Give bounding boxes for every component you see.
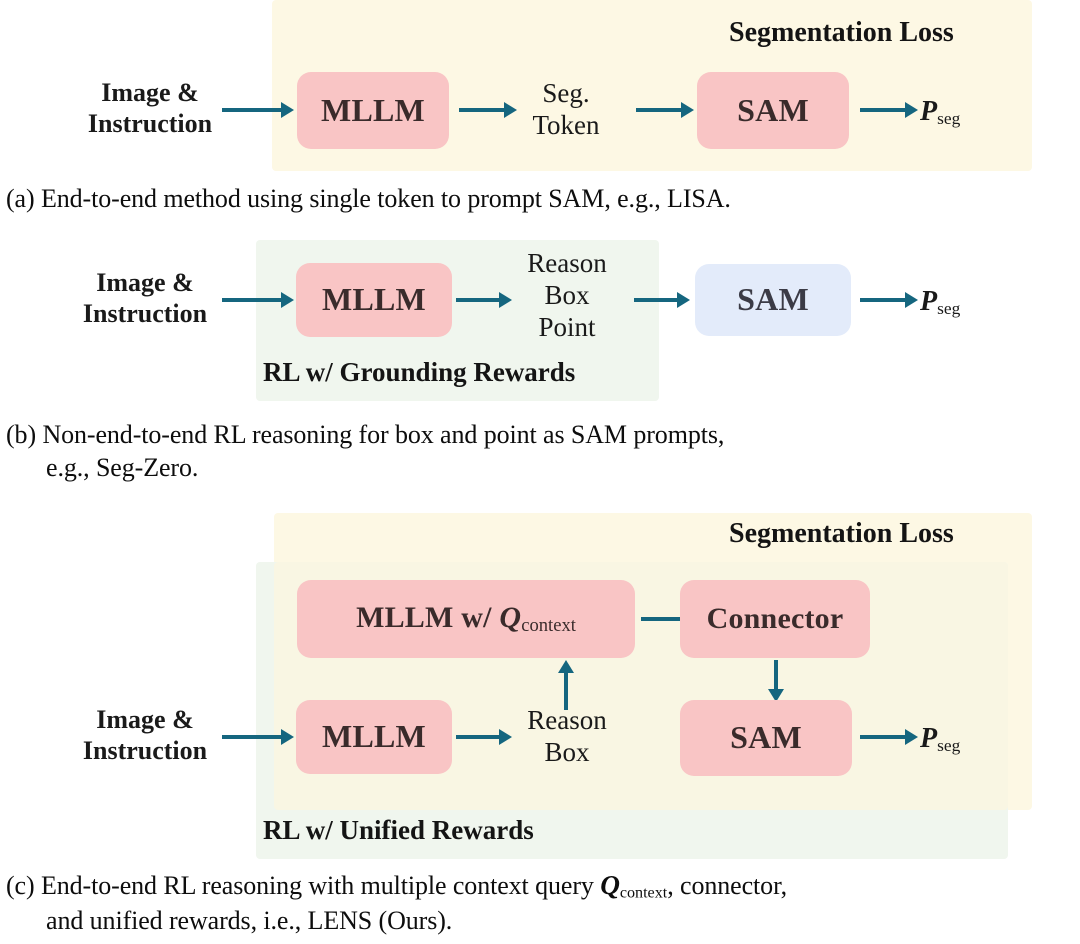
panel-b-arrow-sam-to-output <box>860 291 918 309</box>
panel-a-segmentation-loss-label: Segmentation Loss <box>729 17 954 48</box>
panel-c-arrow-input-to-mllm <box>222 728 294 746</box>
panel-c-caption-q-symbol: Q <box>600 870 620 900</box>
panel-a-output-subscript: seg <box>937 108 961 128</box>
panel-c-arrow-reason-to-mllmcontext <box>556 660 576 710</box>
panel-a-mllm-box: MLLM <box>297 72 449 149</box>
panel-c-caption-line1-part1: End-to-end RL reasoning with multiple co… <box>40 871 601 900</box>
panel-a-input-line1: Image & <box>101 78 199 107</box>
panel-c-mllm-context-box: MLLM w/ Qcontext <box>297 580 635 658</box>
panel-a-arrow-input-to-mllm <box>222 101 294 119</box>
panel-b-prompt-line2: Box <box>544 279 590 310</box>
panel-c-output-subscript: seg <box>937 735 961 755</box>
panel-c-output-symbol: P <box>920 723 938 754</box>
panel-a-caption: (a) End-to-end method using single token… <box>6 182 1066 215</box>
panel-a-arrow-sam-to-output <box>860 101 918 119</box>
panel-a-seg-token-line1: Seg. <box>542 78 590 108</box>
panel-b-prompt-line3: Point <box>538 311 596 342</box>
panel-b-input-line1: Image & <box>96 268 194 297</box>
panel-b-input-label: Image & Instruction <box>50 268 240 329</box>
panel-a-seg-token-label: Seg. Token <box>506 78 626 142</box>
panel-b-caption: (b) Non-end-to-end RL reasoning for box … <box>6 418 1066 485</box>
panel-c-rl-unified-label: RL w/ Unified Rewards <box>263 815 534 845</box>
panel-c-caption-tag: (c) <box>6 871 35 900</box>
panel-a-caption-text: End-to-end method using single token to … <box>40 184 731 213</box>
panel-a-seg-token-line2: Token <box>532 109 600 140</box>
panel-c-mllm-context-prefix: MLLM w/ <box>356 601 500 635</box>
panel-b-caption-line2: e.g., Seg-Zero. <box>46 453 199 483</box>
panel-c-output-pseg: Pseg <box>920 722 1020 756</box>
panel-c-input-line1: Image & <box>96 705 194 734</box>
panel-b-input-line2: Instruction <box>82 298 208 328</box>
panel-b-caption-tag: (b) <box>6 420 37 449</box>
panel-c-mllm-box: MLLM <box>296 700 452 774</box>
panel-b-output-subscript: seg <box>937 298 961 318</box>
panel-c-arrow-connector-to-sam <box>766 660 786 702</box>
panel-b-sam-box: SAM <box>695 264 851 336</box>
panel-a-output-symbol: P <box>920 96 938 127</box>
panel-c-segmentation-loss-label: Segmentation Loss <box>729 518 954 549</box>
panel-b-prompt-line1: Reason <box>527 248 607 278</box>
panel-b-arrow-prompts-to-sam <box>634 291 690 309</box>
panel-c-caption-line1-part2: , connector, <box>667 871 787 900</box>
panel-c-arrow-mllm-to-reason <box>456 728 512 746</box>
panel-c-connector-box: Connector <box>680 580 870 658</box>
panel-b-prompt-labels: Reason Box Point <box>508 248 626 344</box>
panel-c-caption-line2: and unified rewards, i.e., LENS (Ours). <box>46 906 453 936</box>
panel-a-arrow-mllm-to-token <box>459 101 517 119</box>
panel-c-reason-line2: Box <box>544 736 590 767</box>
panel-c-input-line2: Instruction <box>82 735 208 765</box>
panel-b-mllm-box: MLLM <box>296 263 452 337</box>
panel-b-output-pseg: Pseg <box>920 285 1020 319</box>
panel-a-input-line2: Instruction <box>87 108 213 138</box>
panel-c-caption: (c) End-to-end RL reasoning with multipl… <box>6 868 1076 937</box>
panel-c-reason-line1: Reason <box>527 705 607 735</box>
panel-c-arrow-sam-to-output <box>860 728 918 746</box>
panel-c-input-label: Image & Instruction <box>50 705 240 766</box>
panel-a-input-label: Image & Instruction <box>60 78 240 139</box>
panel-b-arrow-input-to-mllm <box>222 291 294 309</box>
panel-b-rl-grounding-label: RL w/ Grounding Rewards <box>263 357 576 387</box>
panel-b-output-symbol: P <box>920 286 938 317</box>
panel-b-arrow-mllm-to-prompts <box>456 291 512 309</box>
panel-c-reason-box-labels: Reason Box <box>508 705 626 769</box>
panel-c-mllm-context-q-subscript: context <box>521 615 576 637</box>
panel-a-arrow-token-to-sam <box>636 101 694 119</box>
panel-a-sam-box: SAM <box>697 72 849 149</box>
panel-a-caption-tag: (a) <box>6 184 35 213</box>
panel-c-sam-box: SAM <box>680 700 852 776</box>
panel-b-caption-line1: Non-end-to-end RL reasoning for box and … <box>42 420 725 449</box>
panel-c-mllm-context-q-symbol: Q <box>499 601 522 635</box>
panel-a-output-pseg: Pseg <box>920 95 1020 129</box>
panel-c-caption-q-subscript: context <box>619 884 668 902</box>
